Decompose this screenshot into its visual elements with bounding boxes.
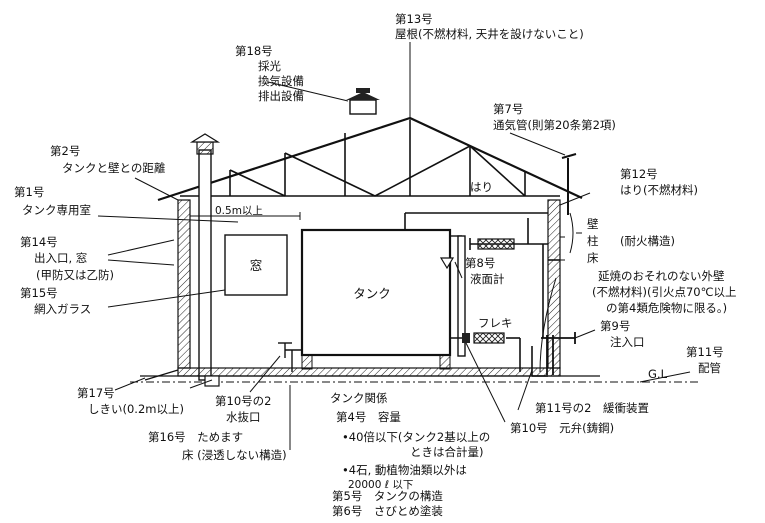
roof-truss — [180, 120, 560, 197]
label-n4: 第4号 容量 — [336, 410, 401, 424]
label-n8-text: 液面計 — [470, 272, 505, 286]
label-n7-num: 第7号 — [493, 102, 523, 116]
tank-label: タンク — [353, 286, 391, 301]
label-n11-num: 第11号 — [686, 345, 724, 359]
label-tank-kankei: タンク関係 — [330, 391, 388, 405]
floor — [130, 367, 700, 387]
label-n18-l1: 採光 — [258, 59, 281, 73]
vent-pipe — [561, 153, 577, 215]
label-n15-num: 第15号 — [20, 286, 58, 300]
label-n4-b2: 20000 ℓ 以下 — [348, 479, 413, 491]
label-n18-l3: 排出設備 — [258, 89, 304, 103]
label-kabe: 壁 — [587, 217, 599, 231]
label-n4-a1: •40倍以下(タンク2基以上の — [342, 430, 490, 444]
drain-valve — [278, 342, 302, 372]
label-enshou-l3: の第4類危険物に限る。) — [606, 301, 727, 315]
label-n16-floor: 床 (浸透しない構造) — [182, 448, 287, 462]
label-fureki: フレキ — [478, 316, 513, 330]
label-yuka: 床 — [587, 251, 599, 265]
label-n6: 第6号 さびとめ塗装 — [332, 504, 443, 518]
label-hari: はり — [470, 180, 493, 194]
label-n4-b1: •4石, 動植物油類以外は — [342, 463, 467, 477]
label-enshou-l1: 延焼のおそれのない外壁 — [598, 269, 725, 283]
label-n18-num: 第18号 — [235, 44, 273, 58]
bracket-structure — [569, 212, 582, 254]
label-n5: 第5号 タンクの構造 — [332, 489, 443, 503]
label-n9-num: 第9号 — [600, 319, 630, 333]
label-distance: 0.5m以上 — [215, 205, 263, 217]
window: 窓 — [224, 234, 288, 296]
window-label: 窓 — [250, 258, 263, 273]
label-n2-text: タンクと壁との距離 — [62, 161, 166, 175]
leader-lines — [97, 42, 691, 450]
label-n10-2-num: 第10号の2 — [215, 394, 271, 408]
label-n1-text: タンク専用室 — [22, 203, 91, 217]
label-n2-num: 第2号 — [50, 144, 80, 158]
tank: タンク — [300, 228, 452, 370]
leader-outer-wall — [539, 277, 557, 373]
label-enshou-l2: (不燃材料)(引火点70℃以上 — [592, 285, 737, 299]
label-n15-text: 網入ガラス — [34, 302, 91, 316]
label-n11-text: 配管 — [698, 361, 721, 375]
main-valve — [462, 333, 470, 343]
exhaust-stack — [189, 133, 221, 381]
ridge-ventilator — [346, 88, 380, 115]
label-n12-num: 第12号 — [620, 167, 658, 181]
label-n10-2-text: 水抜口 — [226, 410, 261, 424]
label-n7-text: 通気管(則第20条第2項) — [493, 118, 616, 132]
label-gl: G.L — [648, 367, 668, 381]
label-n1-num: 第1号 — [14, 185, 44, 199]
label-n14-l1: 出入口, 窓 — [34, 251, 87, 265]
level-gauge — [439, 235, 466, 357]
label-n14-num: 第14号 — [20, 235, 58, 249]
label-n11-2: 第11号の2 緩衝装置 — [535, 401, 649, 415]
label-taika: (耐火構造) — [620, 234, 675, 248]
label-n4-a2: ときは合計量) — [410, 445, 484, 459]
label-n17-num: 第17号 — [77, 386, 115, 400]
label-n13-num: 第13号 — [395, 12, 433, 26]
flex-joint-top — [477, 238, 515, 250]
label-n14-l2: (甲防又は乙防) — [36, 268, 114, 282]
label-n13-text: 屋根(不燃材料, 天井を設けないこと) — [395, 27, 584, 41]
label-n9-text: 注入口 — [610, 335, 645, 349]
label-n16: 第16号 ためます — [148, 430, 243, 444]
label-n10: 第10号 元弁(鋳鋼) — [510, 421, 614, 435]
flex-joint-bottom — [473, 332, 505, 344]
label-n12-text: はり(不燃材料) — [620, 183, 698, 197]
label-n18-l2: 換気設備 — [258, 74, 304, 88]
label-n8-num: 第8号 — [465, 256, 495, 270]
label-n17-text: しきい(0.2m以上) — [88, 402, 184, 416]
left-wall — [177, 199, 191, 369]
label-hashira: 柱 — [587, 234, 599, 248]
